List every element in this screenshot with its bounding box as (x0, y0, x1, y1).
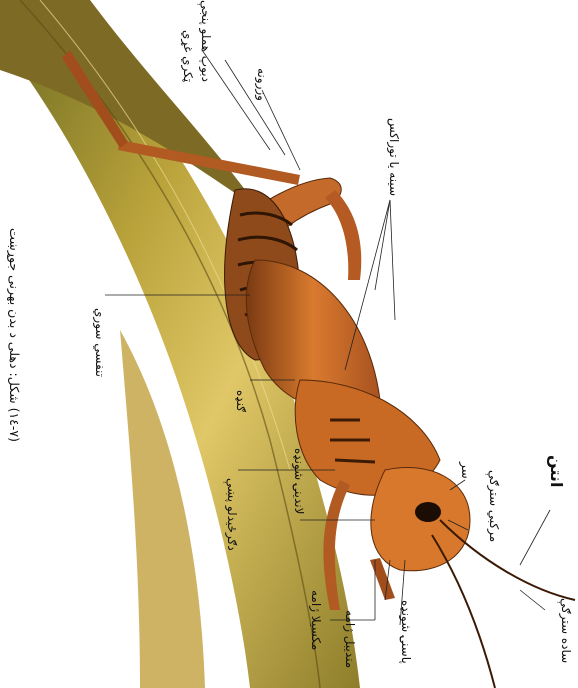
label-upper-lip: پاسنۍ شونډه (400, 600, 412, 664)
label-mandible: منديبل ژامه (344, 610, 356, 668)
label-knee: ګنډه (235, 390, 247, 412)
label-forewing: وزرونه (256, 68, 268, 101)
compound-eye (415, 502, 441, 522)
label-hindleg-claws: دبوپ هملو پنجې (200, 0, 212, 82)
label-simple-eye: ساده سترګې (560, 598, 572, 663)
label-tarsus: ټكري غړي (182, 30, 194, 82)
label-head: سر (460, 462, 472, 479)
label-maxillary-palp: مكسيلا ژامه (310, 590, 322, 650)
label-lower-mouthparts: لاندينۍ شونډه (293, 448, 305, 514)
front-leg (323, 480, 350, 610)
label-spiracle: تنفسي سوري (94, 308, 106, 377)
label-antenna: انتن (547, 455, 566, 487)
label-thorax: سينه يا توراكس (388, 118, 400, 196)
mid-leg (325, 190, 361, 280)
label-compound-eye: مركبي سترګې (488, 470, 500, 542)
figure-caption: (٧-١٤) شكل: دهلى د بدن بهرنى جوړښت (7, 228, 22, 442)
label-walking-legs: دګرځيدلو پښې (226, 478, 238, 551)
